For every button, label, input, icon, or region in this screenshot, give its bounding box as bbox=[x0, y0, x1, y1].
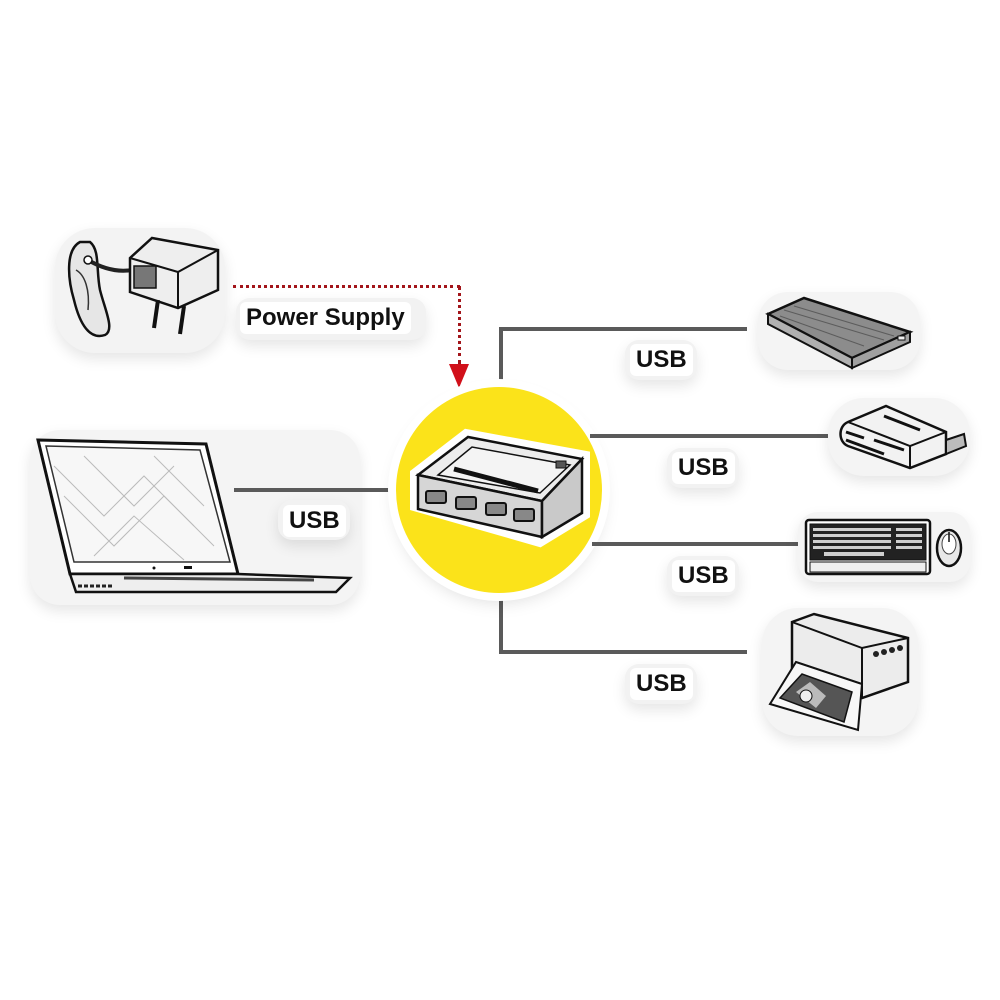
usb-card-reader-icon bbox=[839, 404, 968, 470]
power-adapter-icon bbox=[67, 236, 220, 338]
external-hard-drive-icon bbox=[765, 296, 914, 370]
keyboard-usb-label: USB bbox=[672, 560, 735, 592]
usb-hub-icon bbox=[410, 428, 590, 548]
hub-top-vertical-line bbox=[499, 327, 503, 397]
card-reader-usb-line bbox=[590, 434, 898, 438]
card-reader-usb-label: USB bbox=[672, 452, 735, 484]
printer-usb-label: USB bbox=[630, 668, 693, 700]
power-dotted-line-vertical bbox=[458, 286, 461, 364]
hdd-usb-label: USB bbox=[630, 344, 693, 376]
hub-bottom-vertical-line bbox=[499, 585, 503, 654]
laptop-usb-line bbox=[234, 488, 399, 492]
laptop-icon bbox=[36, 438, 353, 594]
power-supply-label: Power Supply bbox=[240, 302, 411, 334]
printer-usb-line bbox=[499, 650, 747, 654]
power-arrow-icon bbox=[449, 364, 469, 388]
keyboard-usb-line bbox=[592, 542, 898, 546]
keyboard-and-mouse-icon bbox=[804, 518, 963, 576]
hdd-usb-line bbox=[499, 327, 747, 331]
inkjet-printer-icon bbox=[768, 612, 910, 732]
power-dotted-line-horizontal bbox=[233, 285, 460, 288]
laptop-usb-label: USB bbox=[283, 505, 346, 537]
